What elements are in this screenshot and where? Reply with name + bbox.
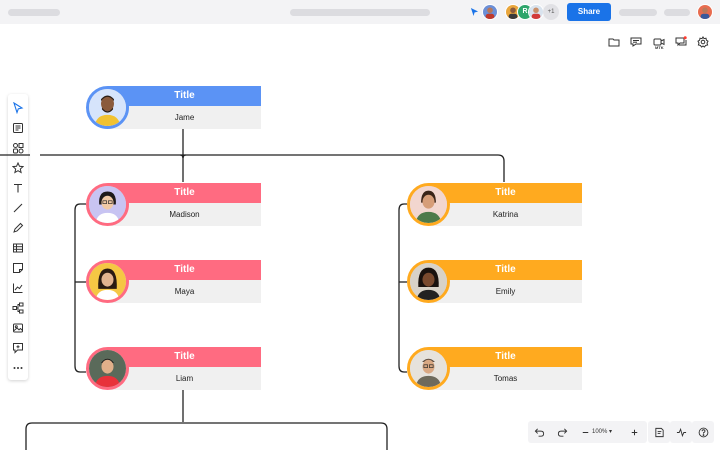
comment-add-icon[interactable] xyxy=(12,341,24,354)
org-node[interactable]: Title Katrina xyxy=(407,183,582,227)
more-icon[interactable] xyxy=(12,361,24,373)
node-title[interactable]: Title xyxy=(429,260,582,280)
top-bar: R +1 Share xyxy=(0,0,720,24)
settings-icon[interactable] xyxy=(694,33,712,51)
node-title[interactable]: Title xyxy=(108,347,261,367)
node-name[interactable]: Madison xyxy=(108,203,261,226)
menu-placeholder xyxy=(619,9,657,16)
collaborator-cursor-icon xyxy=(470,7,479,17)
node-name[interactable]: Liam xyxy=(108,367,261,390)
text-icon[interactable] xyxy=(12,181,24,193)
redo-icon[interactable] xyxy=(554,424,570,440)
org-node[interactable]: Title Madison xyxy=(86,183,261,227)
mindmap-icon[interactable] xyxy=(12,301,24,314)
zoom-in-icon[interactable] xyxy=(626,424,642,440)
line-icon[interactable] xyxy=(12,201,24,213)
activity-icon xyxy=(676,427,686,437)
document-title-placeholder xyxy=(8,9,60,16)
node-name[interactable]: Tomas xyxy=(429,367,582,390)
share-button[interactable]: Share xyxy=(567,3,611,21)
avatar xyxy=(407,260,450,303)
node-title[interactable]: Title xyxy=(108,183,261,203)
breadcrumb-placeholder xyxy=(290,9,430,16)
comment-icon[interactable] xyxy=(627,33,645,51)
avatar[interactable] xyxy=(697,4,713,20)
history-zoom-controls: 100% ▾ xyxy=(528,421,647,443)
node-title[interactable]: Title xyxy=(429,347,582,367)
node-name[interactable]: Jame xyxy=(108,106,261,129)
avatar xyxy=(86,183,129,226)
org-node[interactable]: Title Emily xyxy=(407,260,582,304)
avatar xyxy=(407,347,450,390)
org-node-root[interactable]: Title Jame xyxy=(86,86,261,130)
help-button[interactable] xyxy=(692,421,714,443)
org-node[interactable]: Title Liam xyxy=(86,347,261,391)
menu-placeholder xyxy=(664,9,690,16)
org-node[interactable]: Title Tomas xyxy=(407,347,582,391)
help-icon xyxy=(698,427,708,437)
sticky-note-icon[interactable] xyxy=(12,261,24,273)
avatar xyxy=(86,347,129,390)
note-icon[interactable] xyxy=(12,121,24,133)
zoom-level[interactable]: 100% ▾ xyxy=(592,421,612,443)
node-title[interactable]: Title xyxy=(429,183,582,203)
node-title[interactable]: Title xyxy=(108,86,261,106)
node-title[interactable]: Title xyxy=(108,260,261,280)
video-badge: MTK xyxy=(655,45,664,50)
chevron-down-icon: ▾ xyxy=(609,429,613,435)
image-icon[interactable] xyxy=(12,321,24,333)
avatar[interactable] xyxy=(482,4,498,20)
video-icon[interactable] xyxy=(650,33,668,51)
page-settings-button[interactable] xyxy=(648,421,670,443)
left-toolbar xyxy=(8,94,28,380)
avatar[interactable] xyxy=(528,4,544,20)
pen-icon[interactable] xyxy=(12,221,24,233)
node-name[interactable]: Emily xyxy=(429,280,582,303)
zoom-value: 100% xyxy=(592,429,608,435)
avatar xyxy=(86,260,129,303)
chart-icon[interactable] xyxy=(12,281,24,293)
table-icon[interactable] xyxy=(12,241,24,253)
more-collaborators-badge[interactable]: +1 xyxy=(543,4,559,20)
avatar xyxy=(86,86,129,129)
page-settings-icon xyxy=(654,427,664,437)
activity-button[interactable] xyxy=(670,421,692,443)
select-cursor-icon[interactable] xyxy=(12,101,24,115)
undo-icon[interactable] xyxy=(531,424,547,440)
org-node[interactable]: Title Maya xyxy=(86,260,261,304)
avatar xyxy=(407,183,450,226)
chat-notification-icon[interactable] xyxy=(672,33,690,51)
folder-icon[interactable] xyxy=(605,33,623,51)
shapes-icon[interactable] xyxy=(12,141,24,154)
star-icon[interactable] xyxy=(11,161,25,174)
node-name[interactable]: Katrina xyxy=(429,203,582,226)
zoom-out-icon[interactable] xyxy=(577,424,593,440)
node-name[interactable]: Maya xyxy=(108,280,261,303)
